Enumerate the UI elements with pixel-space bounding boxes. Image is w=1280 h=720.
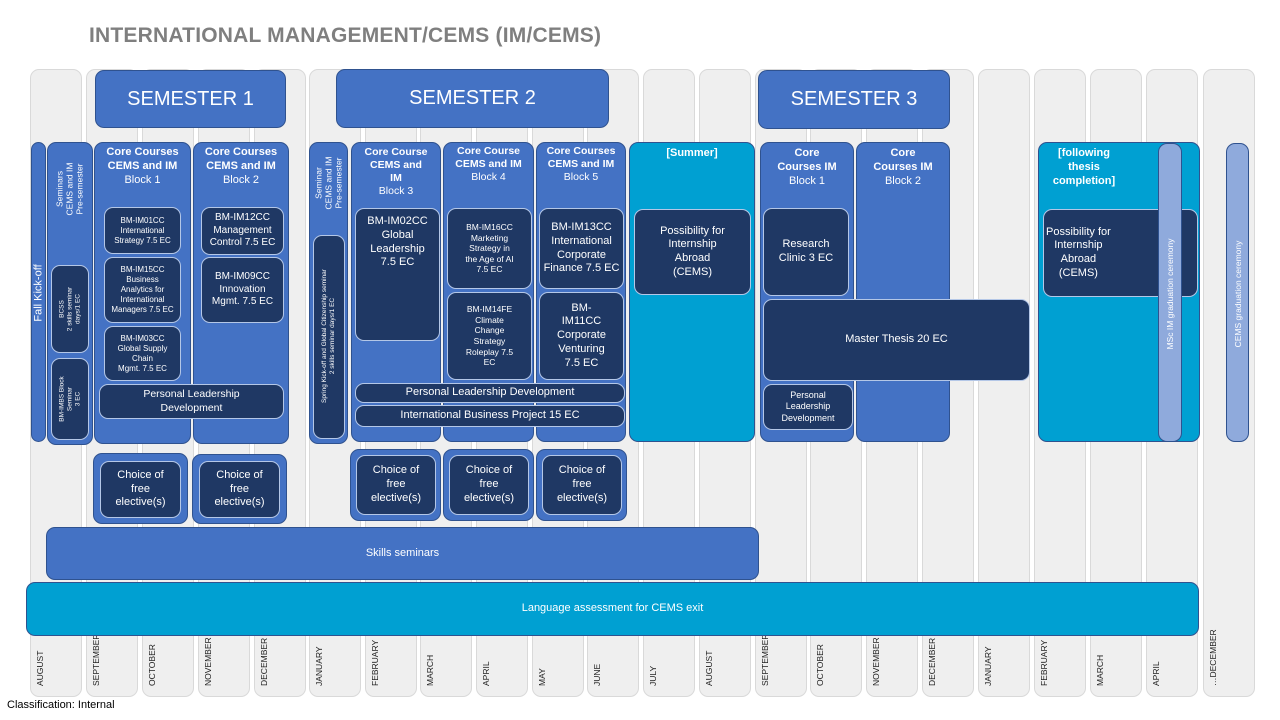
course-bm-im03cc: BM-IM03CC Global Supply Chain Mgmt. 7.5 … — [104, 326, 181, 381]
course-bm-im09cc: BM-IM09CC Innovation Mgmt. 7.5 EC — [201, 257, 284, 323]
page-title: INTERNATIONAL MANAGEMENT/CEMS (IM/CEMS) — [89, 24, 602, 47]
semester-2-header: SEMESTER 2 — [336, 69, 609, 128]
elective-s1-b1-wrap: Choice of free elective(s) — [93, 453, 188, 524]
personal-leadership-s1: Personal Leadership Development — [99, 384, 284, 419]
semester-3-header: SEMESTER 3 — [758, 70, 950, 129]
course-bm-im01cc: BM-IM01CC International Strategy 7.5 EC — [104, 207, 181, 254]
elective-s2-b3-wrap: Choice of free elective(s) — [350, 449, 441, 521]
course-bm-im15cc: BM-IM15CC Business Analytics for Interna… — [104, 257, 181, 323]
elective-s2-b4: Choice of free elective(s) — [449, 455, 529, 515]
seminars-pre-semester-1: Seminars CEMS and IM Pre-semester BCSS 2… — [47, 142, 93, 445]
semester-1-header: SEMESTER 1 — [95, 70, 286, 128]
personal-leadership-s3: Personal Leadership Development — [763, 384, 853, 430]
seminars-pre-semester-2: Seminar CEMS and IM Pre-semester Spring … — [309, 142, 348, 444]
course-bm-im14fe: BM-IM14FE Climate Change Strategy Rolepl… — [447, 292, 532, 380]
elective-s2-b5-wrap: Choice of free elective(s) — [536, 449, 627, 521]
personal-leadership-s2: Personal Leadership Development — [355, 383, 625, 403]
summer-block: [Summer] Possibility for Internship Abro… — [629, 142, 755, 442]
course-bm-im16cc: BM-IM16CC Marketing Strategy in the Age … — [447, 208, 532, 289]
research-clinic: Research Clinic 3 EC — [763, 208, 849, 296]
course-bm-im02cc: BM-IM02CC Global Leadership 7.5 EC — [355, 208, 440, 341]
spring-kickoff-seminar: Spring Kick-off and Global Citizenship s… — [313, 235, 345, 439]
msc-graduation-ceremony: MSc IM graduation ceremony — [1158, 143, 1182, 442]
course-bm-im11cc: BM- IM11CC Corporate Venturing 7.5 EC — [539, 292, 624, 380]
elective-s1-b2-wrap: Choice of free elective(s) — [192, 454, 287, 524]
summer-internship: Possibility for Internship Abroad (CEMS) — [634, 209, 751, 295]
master-thesis: Master Thesis 20 EC — [763, 299, 1030, 381]
cems-graduation-ceremony: CEMS graduation ceremony — [1226, 143, 1249, 442]
language-assessment-bar: Language assessment for CEMS exit — [26, 582, 1199, 636]
course-bm-im12cc: BM-IM12CC Management Control 7.5 EC — [201, 207, 284, 255]
fall-kickoff-bar: Fall Kick-off — [31, 142, 46, 442]
course-bm-im13cc: BM-IM13CC International Corporate Financ… — [539, 208, 624, 289]
skills-seminars-bar: Skills seminars — [46, 527, 759, 580]
classification-label: Classification: Internal — [7, 699, 115, 711]
elective-s1-b2: Choice of free elective(s) — [199, 461, 280, 518]
bm-imbs-block-seminar: BM-IMBS Block Seminar 3 EC — [51, 358, 89, 440]
international-business-project: International Business Project 15 EC — [355, 405, 625, 427]
bcss-seminar: BCSS 2 skills seminar days/1 EC — [51, 265, 89, 353]
elective-s2-b4-wrap: Choice of free elective(s) — [443, 449, 534, 521]
elective-s2-b3: Choice of free elective(s) — [356, 455, 436, 515]
elective-s1-b1: Choice of free elective(s) — [100, 461, 181, 518]
elective-s2-b5: Choice of free elective(s) — [542, 455, 622, 515]
